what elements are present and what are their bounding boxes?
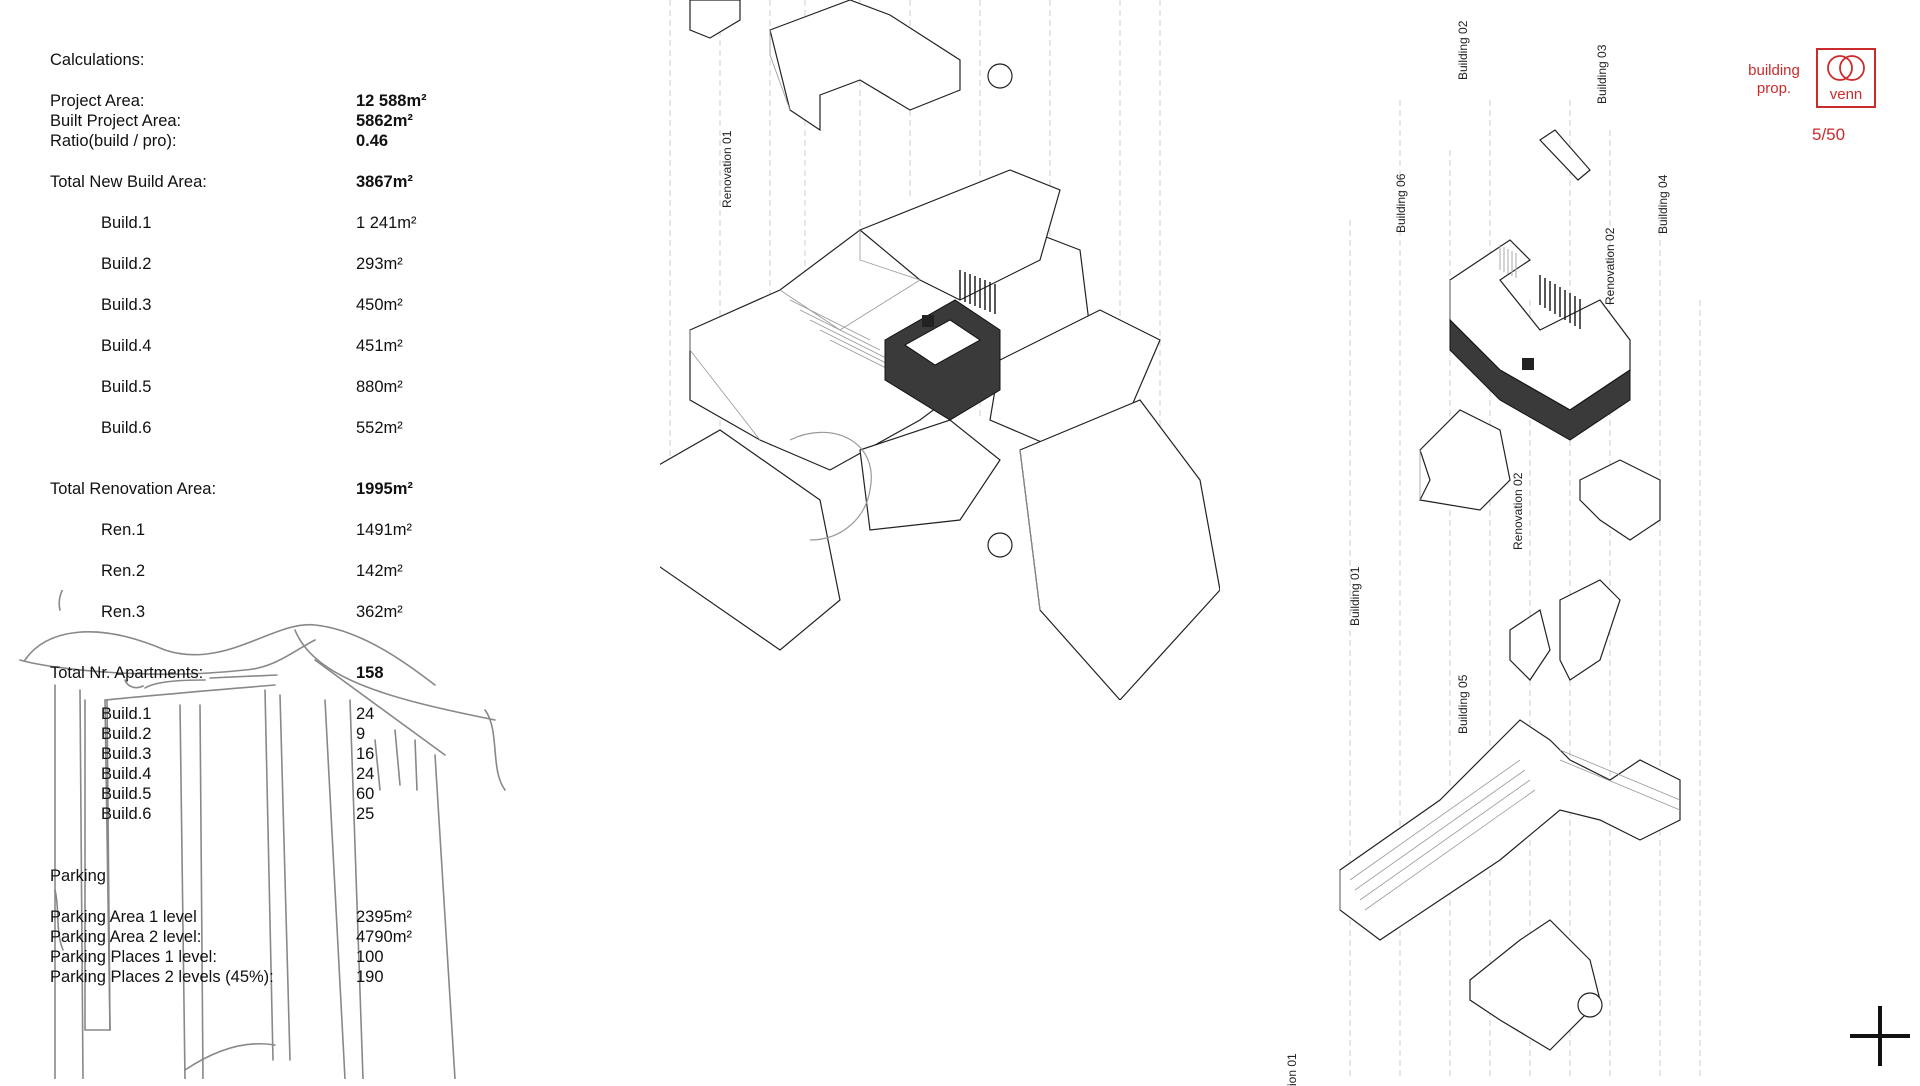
parking-label: Parking Places 1 level: [50, 948, 217, 966]
renovation-label: Ren.2 [101, 562, 146, 580]
page-number: 5/50 [1812, 125, 1846, 144]
build-value: 293m² [356, 255, 403, 273]
total-renovation-label: Total Renovation Area: [50, 480, 217, 498]
label-building-05: Building 05 [1456, 674, 1470, 734]
apartment-label: Build.5 [101, 785, 152, 803]
ratio-value: 0.46 [356, 132, 389, 150]
label-building-03: Building 03 [1595, 44, 1609, 104]
isometric-site-plan [660, 0, 1220, 700]
renovation-value: 142m² [356, 562, 403, 580]
built-project-area-label: Built Project Area: [50, 112, 182, 130]
apartment-value: 16 [356, 745, 375, 763]
label-building-01: Building 01 [1348, 566, 1362, 626]
total-renovation-value: 1995m² [356, 480, 413, 498]
apartment-value: 60 [356, 785, 375, 803]
plus-icon[interactable] [1848, 1004, 1912, 1068]
project-area-label: Project Area: [50, 92, 145, 110]
total-new-build-value: 3867m² [356, 173, 413, 191]
ratio-label: Ratio(build / pro): [50, 132, 177, 150]
apartment-value: 24 [356, 765, 375, 783]
parking-label: Parking Area 1 level [50, 908, 197, 926]
label-renovation-02-top: Renovation 02 [1603, 227, 1617, 305]
label-building-04: Building 04 [1656, 174, 1670, 234]
label-renovation-02-mid: Renovation 02 [1511, 472, 1525, 550]
build-label: Build.3 [101, 296, 152, 314]
label-renovation-01-bottom: ion 01 [1285, 1053, 1299, 1086]
renovation-label: Ren.3 [101, 603, 146, 621]
renovation-label: Ren.1 [101, 521, 146, 539]
hand-sketch [19, 590, 506, 1079]
venn-logo-icon: venn [1816, 48, 1876, 108]
build-value: 450m² [356, 296, 403, 314]
build-label: Build.6 [101, 419, 152, 437]
built-project-area-value: 5862m² [356, 112, 413, 130]
label-renovation-01: Renovation 01 [720, 130, 734, 208]
apartment-label: Build.1 [101, 705, 152, 723]
brand-text: building prop. [1748, 62, 1800, 97]
parking-value: 190 [356, 968, 384, 986]
build-value: 552m² [356, 419, 403, 437]
total-apartments-label: Total Nr. Apartments: [50, 664, 204, 682]
build-label: Build.5 [101, 378, 152, 396]
build-value: 451m² [356, 337, 403, 355]
parking-value: 100 [356, 948, 384, 966]
apartment-label: Build.3 [101, 745, 152, 763]
build-value: 1 241m² [356, 214, 417, 232]
apartment-value: 24 [356, 705, 375, 723]
build-label: Build.1 [101, 214, 152, 232]
total-new-build-label: Total New Build Area: [50, 173, 207, 191]
label-building-06: Building 06 [1394, 173, 1408, 233]
project-area-value: 12 588m² [356, 92, 427, 110]
build-label: Build.4 [101, 337, 152, 355]
exploded-axonometric [1339, 100, 1701, 1079]
build-value: 880m² [356, 378, 403, 396]
build-label: Build.2 [101, 255, 152, 273]
apartment-label: Build.6 [101, 805, 152, 823]
renovation-value: 362m² [356, 603, 403, 621]
total-apartments-value: 158 [356, 664, 384, 682]
apartment-label: Build.2 [101, 725, 152, 743]
renovation-value: 1491m² [356, 521, 412, 539]
parking-label: Parking Area 2 level: [50, 928, 202, 946]
parking-value: 2395m² [356, 908, 412, 926]
parking-label: Parking Places 2 levels (45%): [50, 968, 274, 986]
parking-value: 4790m² [356, 928, 412, 946]
apartment-value: 25 [356, 805, 375, 823]
apartment-value: 9 [356, 725, 366, 743]
stair-core-icon [1522, 358, 1534, 370]
apartment-label: Build.4 [101, 765, 152, 783]
stair-core-icon [922, 315, 934, 327]
label-building-02: Building 02 [1456, 20, 1470, 80]
